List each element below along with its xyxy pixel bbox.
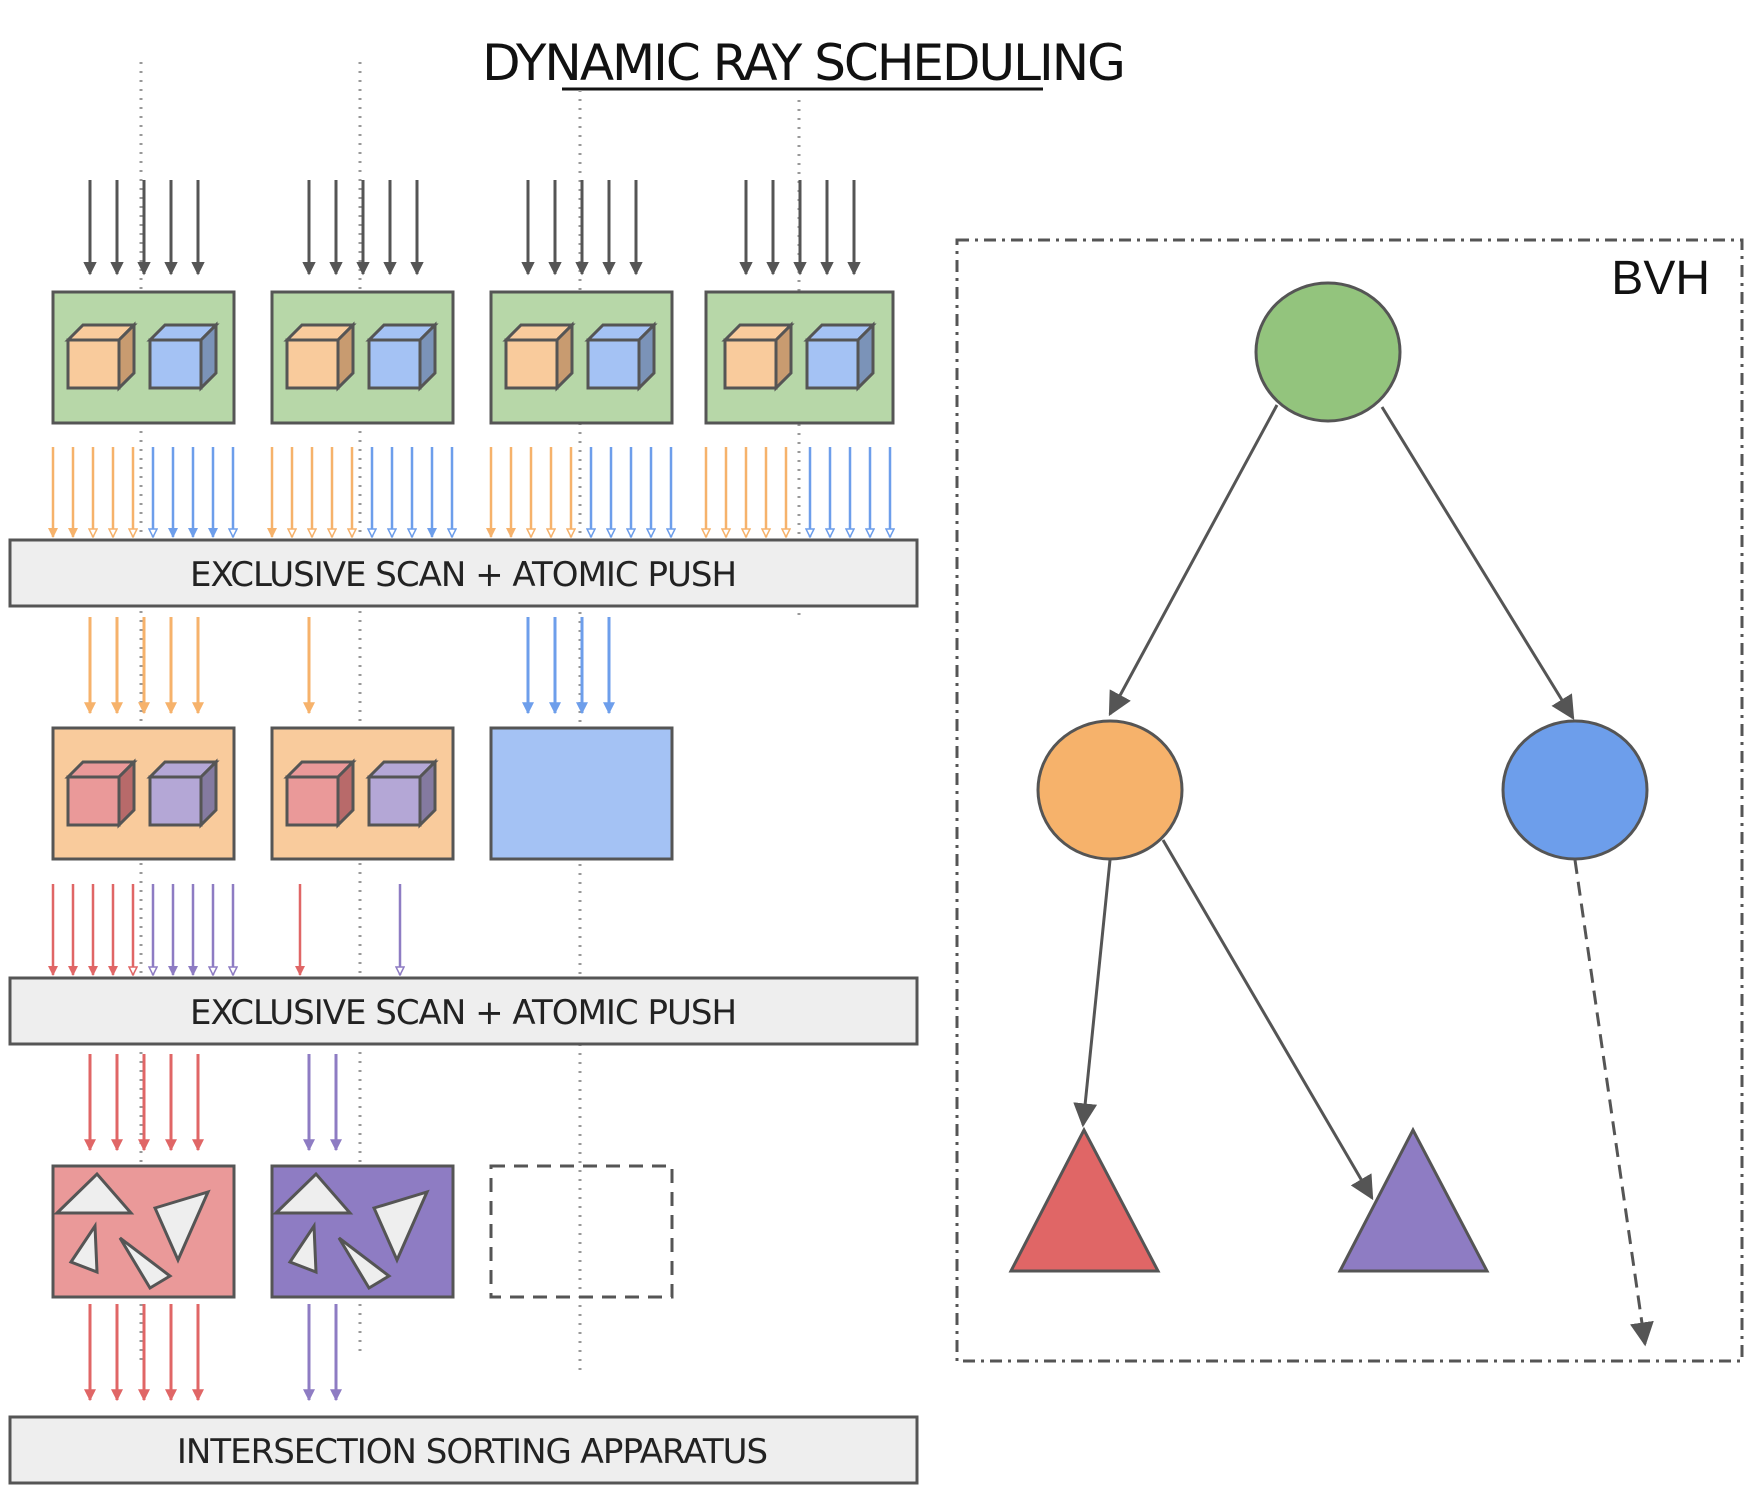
purple-cube-icon xyxy=(365,758,439,829)
green-work-box xyxy=(704,290,895,425)
green-work-box xyxy=(270,290,455,425)
blue-cube-icon xyxy=(803,321,877,392)
triangle-primitive-icon xyxy=(371,1189,430,1264)
bvh-edge xyxy=(1380,406,1575,721)
sorting-bar-label: INTERSECTION SORTING APPARATUS xyxy=(177,1432,767,1472)
triangle-primitive-icon xyxy=(152,1189,211,1264)
bvh-edge xyxy=(1108,404,1279,717)
orange-work-box xyxy=(51,726,236,861)
thread-guide-lines xyxy=(139,62,801,1370)
row2-boxes xyxy=(51,726,674,861)
bvh-label: BVH xyxy=(1611,252,1710,305)
row3-output-arrows xyxy=(84,1304,342,1402)
orange-cube-icon xyxy=(64,321,138,392)
triangle-primitive-icon xyxy=(118,1236,173,1291)
green-work-box xyxy=(51,290,236,425)
green-work-box xyxy=(489,290,674,425)
bvh-root-node xyxy=(1254,281,1402,423)
blue-cube-icon xyxy=(365,321,439,392)
triangle-primitive-icon xyxy=(287,1221,318,1275)
scan-push-bar-2-label: EXCLUSIVE SCAN + ATOMIC PUSH xyxy=(190,993,736,1033)
bvh-right-node xyxy=(1501,719,1649,861)
bvh-panel: BVH xyxy=(955,238,1744,1363)
diagram-title: DYNAMIC RAY SCHEDULING xyxy=(482,34,1124,92)
empty-primitive-box xyxy=(489,1164,674,1299)
sorting-bar: INTERSECTION SORTING APPARATUS xyxy=(8,1415,919,1485)
blue-cube-icon xyxy=(584,321,658,392)
purple-primitive-box xyxy=(270,1164,455,1299)
triangle-primitive-icon xyxy=(53,1171,135,1215)
row3-boxes xyxy=(51,1164,674,1299)
row3-input-arrows xyxy=(84,1054,342,1152)
triangle-primitive-icon xyxy=(337,1236,392,1291)
bvh-edge xyxy=(1161,839,1374,1201)
purple-cube-icon xyxy=(146,758,220,829)
row2-input-arrows xyxy=(84,617,615,715)
scan-push-bar-1-label: EXCLUSIVE SCAN + ATOMIC PUSH xyxy=(190,555,736,595)
blue-work-box xyxy=(489,726,674,861)
bvh-edge xyxy=(1073,859,1112,1128)
bvh-purple-leaf-triangle xyxy=(1337,1126,1490,1273)
red-primitive-box xyxy=(51,1164,236,1299)
bvh-frame xyxy=(955,238,1744,1363)
bvh-edges xyxy=(1073,404,1654,1347)
scan-push-bar-1: EXCLUSIVE SCAN + ATOMIC PUSH xyxy=(8,538,919,608)
red-cube-icon xyxy=(64,758,138,829)
orange-cube-icon xyxy=(502,321,576,392)
row1-output-arrows xyxy=(48,447,890,538)
triangle-primitive-icon xyxy=(68,1221,99,1275)
triangle-primitive-icon xyxy=(272,1171,354,1215)
green-box-row xyxy=(51,290,895,425)
red-cube-icon xyxy=(283,758,357,829)
orange-cube-icon xyxy=(283,321,357,392)
incoming-ray-arrows xyxy=(83,180,861,276)
row2-output-arrows xyxy=(48,884,400,976)
orange-cube-icon xyxy=(721,321,795,392)
bvh-red-leaf-triangle xyxy=(1008,1126,1161,1273)
blue-cube-icon xyxy=(146,321,220,392)
scan-push-bar-2: EXCLUSIVE SCAN + ATOMIC PUSH xyxy=(8,976,919,1046)
bvh-edge-dashed xyxy=(1573,859,1654,1347)
bvh-left-node xyxy=(1036,719,1184,861)
orange-work-box xyxy=(270,726,455,861)
